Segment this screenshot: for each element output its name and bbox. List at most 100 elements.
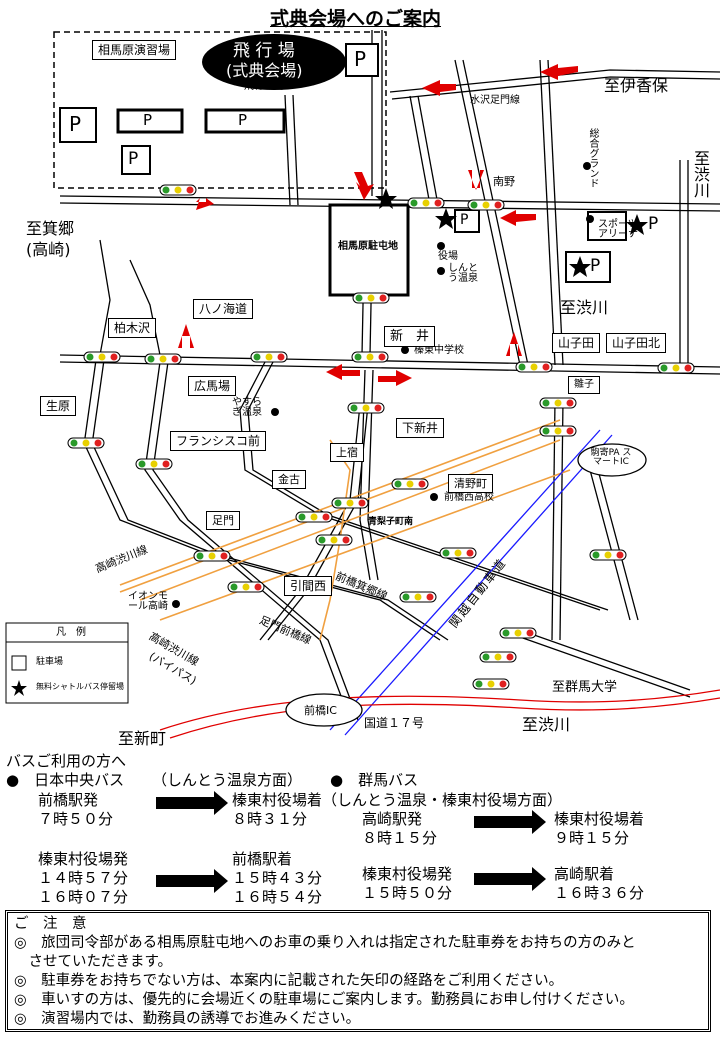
- intersection-kamijuku: 上宿: [330, 443, 364, 462]
- intersection-kashiwagizawa: 柏木沢: [108, 318, 157, 338]
- aeon-label: イオンモール高崎: [128, 591, 168, 612]
- bus-arrow-icon: [474, 810, 546, 834]
- traffic-signals: [67, 184, 695, 690]
- bus-c-from-time-2: １６時０７分: [38, 888, 129, 906]
- intersection-ashikado: 足門: [206, 511, 240, 530]
- parking-p: P: [128, 149, 139, 169]
- bus-c-from-time-1: １４時５７分: [38, 869, 129, 887]
- bus-company-1: ● 日本中央バス: [6, 771, 125, 789]
- maebashi-ic-label: 前橋IC: [304, 704, 337, 717]
- note-4: ◎ 演習場内では、勤務員の誘導でお進みください。: [14, 1011, 361, 1027]
- bus-d-to: 高崎駅着: [554, 865, 615, 883]
- legend-title: 凡 例: [56, 627, 86, 638]
- sogo-grand-label: 総合グランド: [587, 128, 598, 188]
- notes-heading: ご 注 意: [14, 916, 87, 932]
- page-title: 式典会場へのご案内: [270, 8, 442, 30]
- bus-c-to: 前橋駅着: [232, 850, 293, 868]
- shuttle-stars: [375, 188, 648, 277]
- intersection-kiyonocho: 清野町: [448, 474, 493, 493]
- dir-gunma-univ: 至群馬大学: [552, 680, 618, 695]
- legend-shuttle: 無料シャトルバス停留場: [36, 682, 124, 691]
- intersection-hachinokaido: 八ノ海道: [193, 299, 254, 319]
- bus-b-from: 高崎駅発: [362, 810, 423, 828]
- bus-c-to-time-2: １６時５４分: [232, 888, 323, 906]
- route-17: [159, 689, 720, 739]
- bus-d-to-time: １６時３６分: [554, 884, 645, 902]
- dir-shinmachi: 至新町: [118, 729, 167, 748]
- parking-p: P: [460, 212, 469, 228]
- intersection-hikimanishi: 引間西: [284, 576, 333, 596]
- yakuba-label: 役場: [438, 251, 458, 262]
- place-dots: [172, 162, 594, 608]
- enshujo-label: 相馬原演習場: [92, 40, 177, 60]
- bus-route-1: （しんとう温泉方面）: [152, 771, 303, 789]
- dir-shibukawa-right: 至渋川: [691, 150, 710, 198]
- maebashi-koko-label: 前橋西高校: [444, 492, 494, 503]
- bus-heading: バスご利用の方へ: [6, 752, 127, 770]
- intersection-minamino: 南野: [493, 175, 515, 188]
- note-1b: させていただきます。: [14, 954, 173, 970]
- area-map: [5, 30, 720, 739]
- parking-boxes: [59, 43, 627, 283]
- parking-p: P: [238, 111, 248, 129]
- intersection-kaneko: 金古: [272, 470, 306, 489]
- bus-d-from: 榛東村役場発: [362, 865, 453, 883]
- intersection-hinako: 雛子: [568, 376, 600, 394]
- venue-ellipse: [202, 34, 346, 90]
- intersection-namu: 生原: [40, 396, 77, 416]
- bus-b-to-time: ９時１５分: [554, 829, 630, 847]
- venue-gate: 飛行場門: [244, 81, 284, 92]
- venue-name: 飛 行 場: [233, 41, 295, 61]
- bus-arrow-icon: [156, 869, 228, 893]
- route17-label: 国道１７号: [364, 716, 425, 730]
- bus-b-to: 榛東村役場着: [554, 810, 645, 828]
- parking-p: P: [590, 256, 601, 276]
- legend-star-icon: [11, 680, 27, 696]
- dir-minowa: 至箕郷: [26, 219, 75, 238]
- intersection-shinai: 新 井: [384, 326, 436, 347]
- bus-company-2: ● 群馬バス: [330, 771, 419, 789]
- bus-a-from-time: ７時５０分: [38, 810, 114, 828]
- bus-a-to-time: ８時３１分: [232, 810, 308, 828]
- maebashi-ic-ellipse: [285, 693, 363, 727]
- bus-arrow-icon: [156, 791, 228, 815]
- intersection-yamakoda-kita: 山子田北: [606, 333, 667, 353]
- parking-p: P: [648, 214, 659, 234]
- bus-c-from: 榛東村役場発: [38, 850, 129, 868]
- komagata-ic-ellipse: [577, 443, 647, 477]
- notes-box: ご 注 意 ◎ 旅団司令部がある相馬原駐屯地へのお車の乗り入れは指定された駐車券…: [5, 910, 711, 1032]
- intersection-yamakoda: 山子田: [552, 333, 601, 353]
- dir-ikaho: 至伊香保: [604, 76, 669, 95]
- parking-p: P: [69, 112, 82, 136]
- note-1a: ◎ 旅団司令部がある相馬原駐屯地へのお車の乗り入れは指定された駐車券をお持ちの方…: [14, 935, 636, 951]
- intersection-francisco: フランシスコ前: [170, 431, 267, 451]
- bus-arrow-icon: [474, 867, 546, 891]
- intersection-shimoarai: 下新井: [396, 418, 445, 438]
- note-3: ◎ 車いすの方は、優先的に会場近くの駐車場にご案内します。勤務員にお申し付けくだ…: [14, 992, 634, 1008]
- bus-a-from: 前橋駅発: [38, 791, 99, 809]
- legend-parking: 駐車場: [36, 657, 64, 667]
- bus-c-to-time-1: １５時４３分: [232, 869, 323, 887]
- dir-takasaki: (高崎): [26, 240, 71, 259]
- yasuragi-onsen-label: やすらぎ温泉: [232, 397, 262, 418]
- sports-arena-label: スポーツアリーナ: [598, 219, 638, 240]
- parking-p: P: [354, 47, 367, 71]
- expressway: [329, 429, 613, 736]
- komagata-pa-label: 駒寄PA スマートIC: [590, 448, 632, 467]
- roads: [59, 30, 720, 721]
- legend-parking-icon: [11, 655, 27, 671]
- training-ground-boundary: [53, 31, 387, 189]
- bus-d-from-time: １５時５０分: [362, 884, 453, 902]
- bus-a-to: 榛東村役場着（しんとう温泉・榛東村役場方面）: [232, 791, 563, 809]
- road-mizusawa: 水沢足門線: [470, 95, 520, 106]
- note-2: ◎ 駐車券をお持ちでない方は、本案内に記載された矢印の経路をご利用ください。: [14, 973, 564, 989]
- dir-shibukawa-mid: 至渋川: [560, 298, 609, 317]
- shinto-onsen-label: しんとう温泉: [448, 263, 478, 284]
- parking-p: P: [143, 111, 153, 129]
- dir-shibukawa-bottom: 至渋川: [522, 715, 571, 734]
- route-arrows: [178, 64, 578, 386]
- bus-b-from-time: ８時１５分: [362, 829, 438, 847]
- venue-subtitle: (式典会場): [226, 61, 303, 80]
- chutonchi-label: 相馬原駐屯地: [338, 241, 398, 252]
- intersection-hiroumaba: 広馬場: [188, 376, 237, 396]
